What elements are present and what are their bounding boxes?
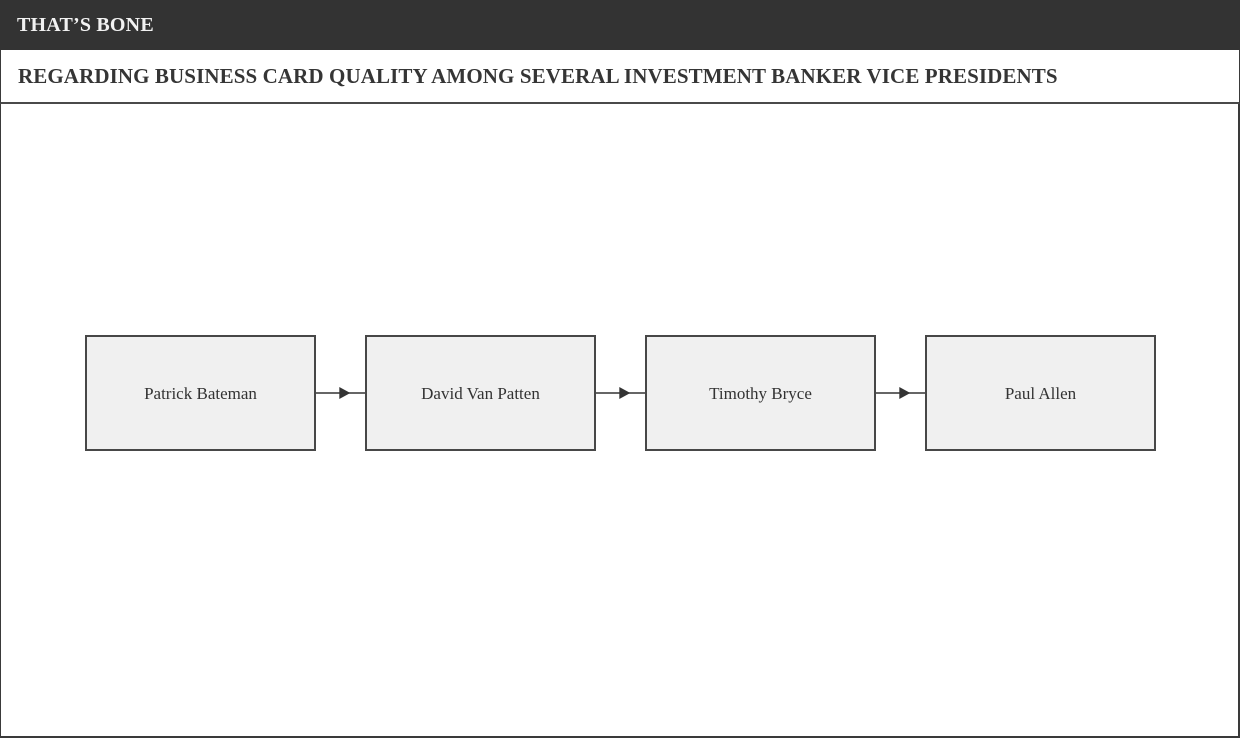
flow-node[interactable]: David Van Patten	[365, 335, 596, 451]
flow-arrow	[596, 386, 645, 400]
flow-node[interactable]: Paul Allen	[925, 335, 1156, 451]
diagram-canvas[interactable]: Patrick Bateman David Van Patten Timothy B…	[0, 104, 1240, 738]
title-bar: THAT’S BONE	[0, 0, 1240, 50]
flow-node[interactable]: Timothy Bryce	[645, 335, 876, 451]
flowchart: Patrick Bateman David Van Patten Timothy B…	[1, 104, 1238, 734]
arrowhead-icon	[619, 387, 631, 399]
arrowhead-icon	[899, 387, 911, 399]
arrowhead-icon	[339, 387, 351, 399]
flow-node[interactable]: Patrick Bateman	[85, 335, 316, 451]
flow-node-label: Timothy Bryce	[709, 383, 812, 403]
subtitle-bar: REGARDING BUSINESS CARD QUALITY AMONG SE…	[0, 50, 1240, 104]
flow-node-label: Patrick Bateman	[144, 383, 257, 403]
flow-node-label: David Van Patten	[421, 383, 540, 403]
subtitle-text: REGARDING BUSINESS CARD QUALITY AMONG SE…	[18, 63, 1058, 88]
flow-node-label: Paul Allen	[1004, 383, 1077, 403]
flow-arrow	[316, 386, 365, 400]
flow-arrow	[876, 386, 925, 400]
window-title: THAT’S BONE	[17, 13, 154, 36]
